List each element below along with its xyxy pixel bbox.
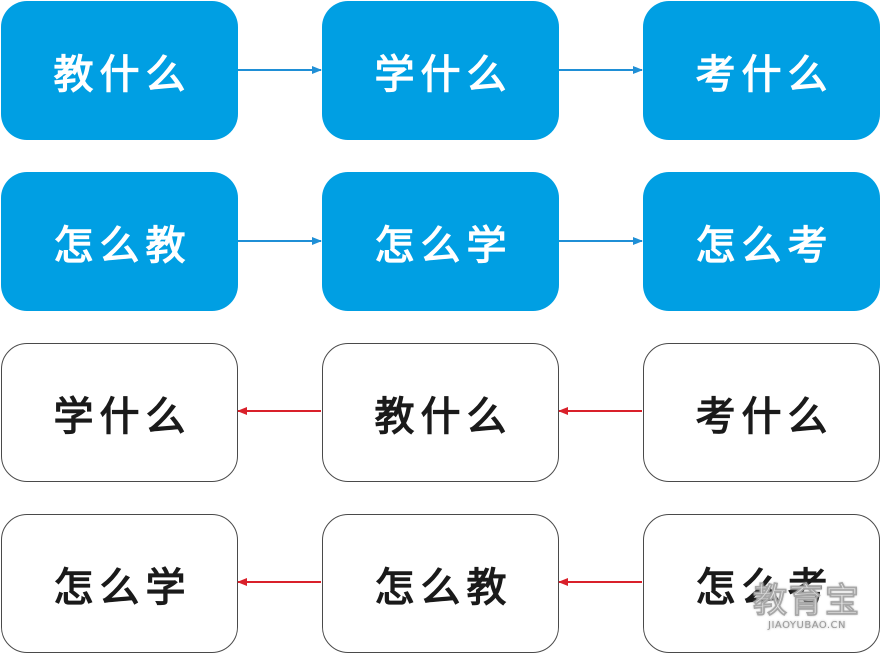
node-row3-col2: 教什么 xyxy=(322,343,559,482)
node-label: 教什么 xyxy=(374,393,513,440)
node-label: 怎么学 xyxy=(374,222,513,269)
node-label: 怎么教 xyxy=(53,222,192,269)
node-label: 考什么 xyxy=(695,51,834,98)
node-label: 学什么 xyxy=(53,393,192,440)
node-label: 怎么学 xyxy=(53,564,192,611)
node-label: 怎么考 xyxy=(695,564,834,611)
watermark-url: JIAOYUBAO.CN xyxy=(768,620,846,631)
node-row1-col2: 学什么 xyxy=(322,1,559,140)
node-label: 学什么 xyxy=(374,51,513,98)
node-row4-col3: 怎么考 xyxy=(643,514,880,653)
node-row3-col1: 学什么 xyxy=(1,343,238,482)
node-row4-col1: 怎么学 xyxy=(1,514,238,653)
node-label: 考什么 xyxy=(695,393,834,440)
node-row3-col3: 考什么 xyxy=(643,343,880,482)
node-row1-col3: 考什么 xyxy=(643,1,880,140)
node-row1-col1: 教什么 xyxy=(1,1,238,140)
node-row2-col1: 怎么教 xyxy=(1,172,238,311)
node-row2-col2: 怎么学 xyxy=(322,172,559,311)
node-label: 怎么教 xyxy=(374,564,513,611)
node-row2-col3: 怎么考 xyxy=(643,172,880,311)
node-label: 教什么 xyxy=(53,51,192,98)
watermark-logo: 教育宝 xyxy=(753,581,861,622)
node-row4-col2: 怎么教 xyxy=(322,514,559,653)
watermark: 教育宝 JIAOYUBAO.CN xyxy=(753,573,861,631)
node-label: 怎么考 xyxy=(695,222,834,269)
